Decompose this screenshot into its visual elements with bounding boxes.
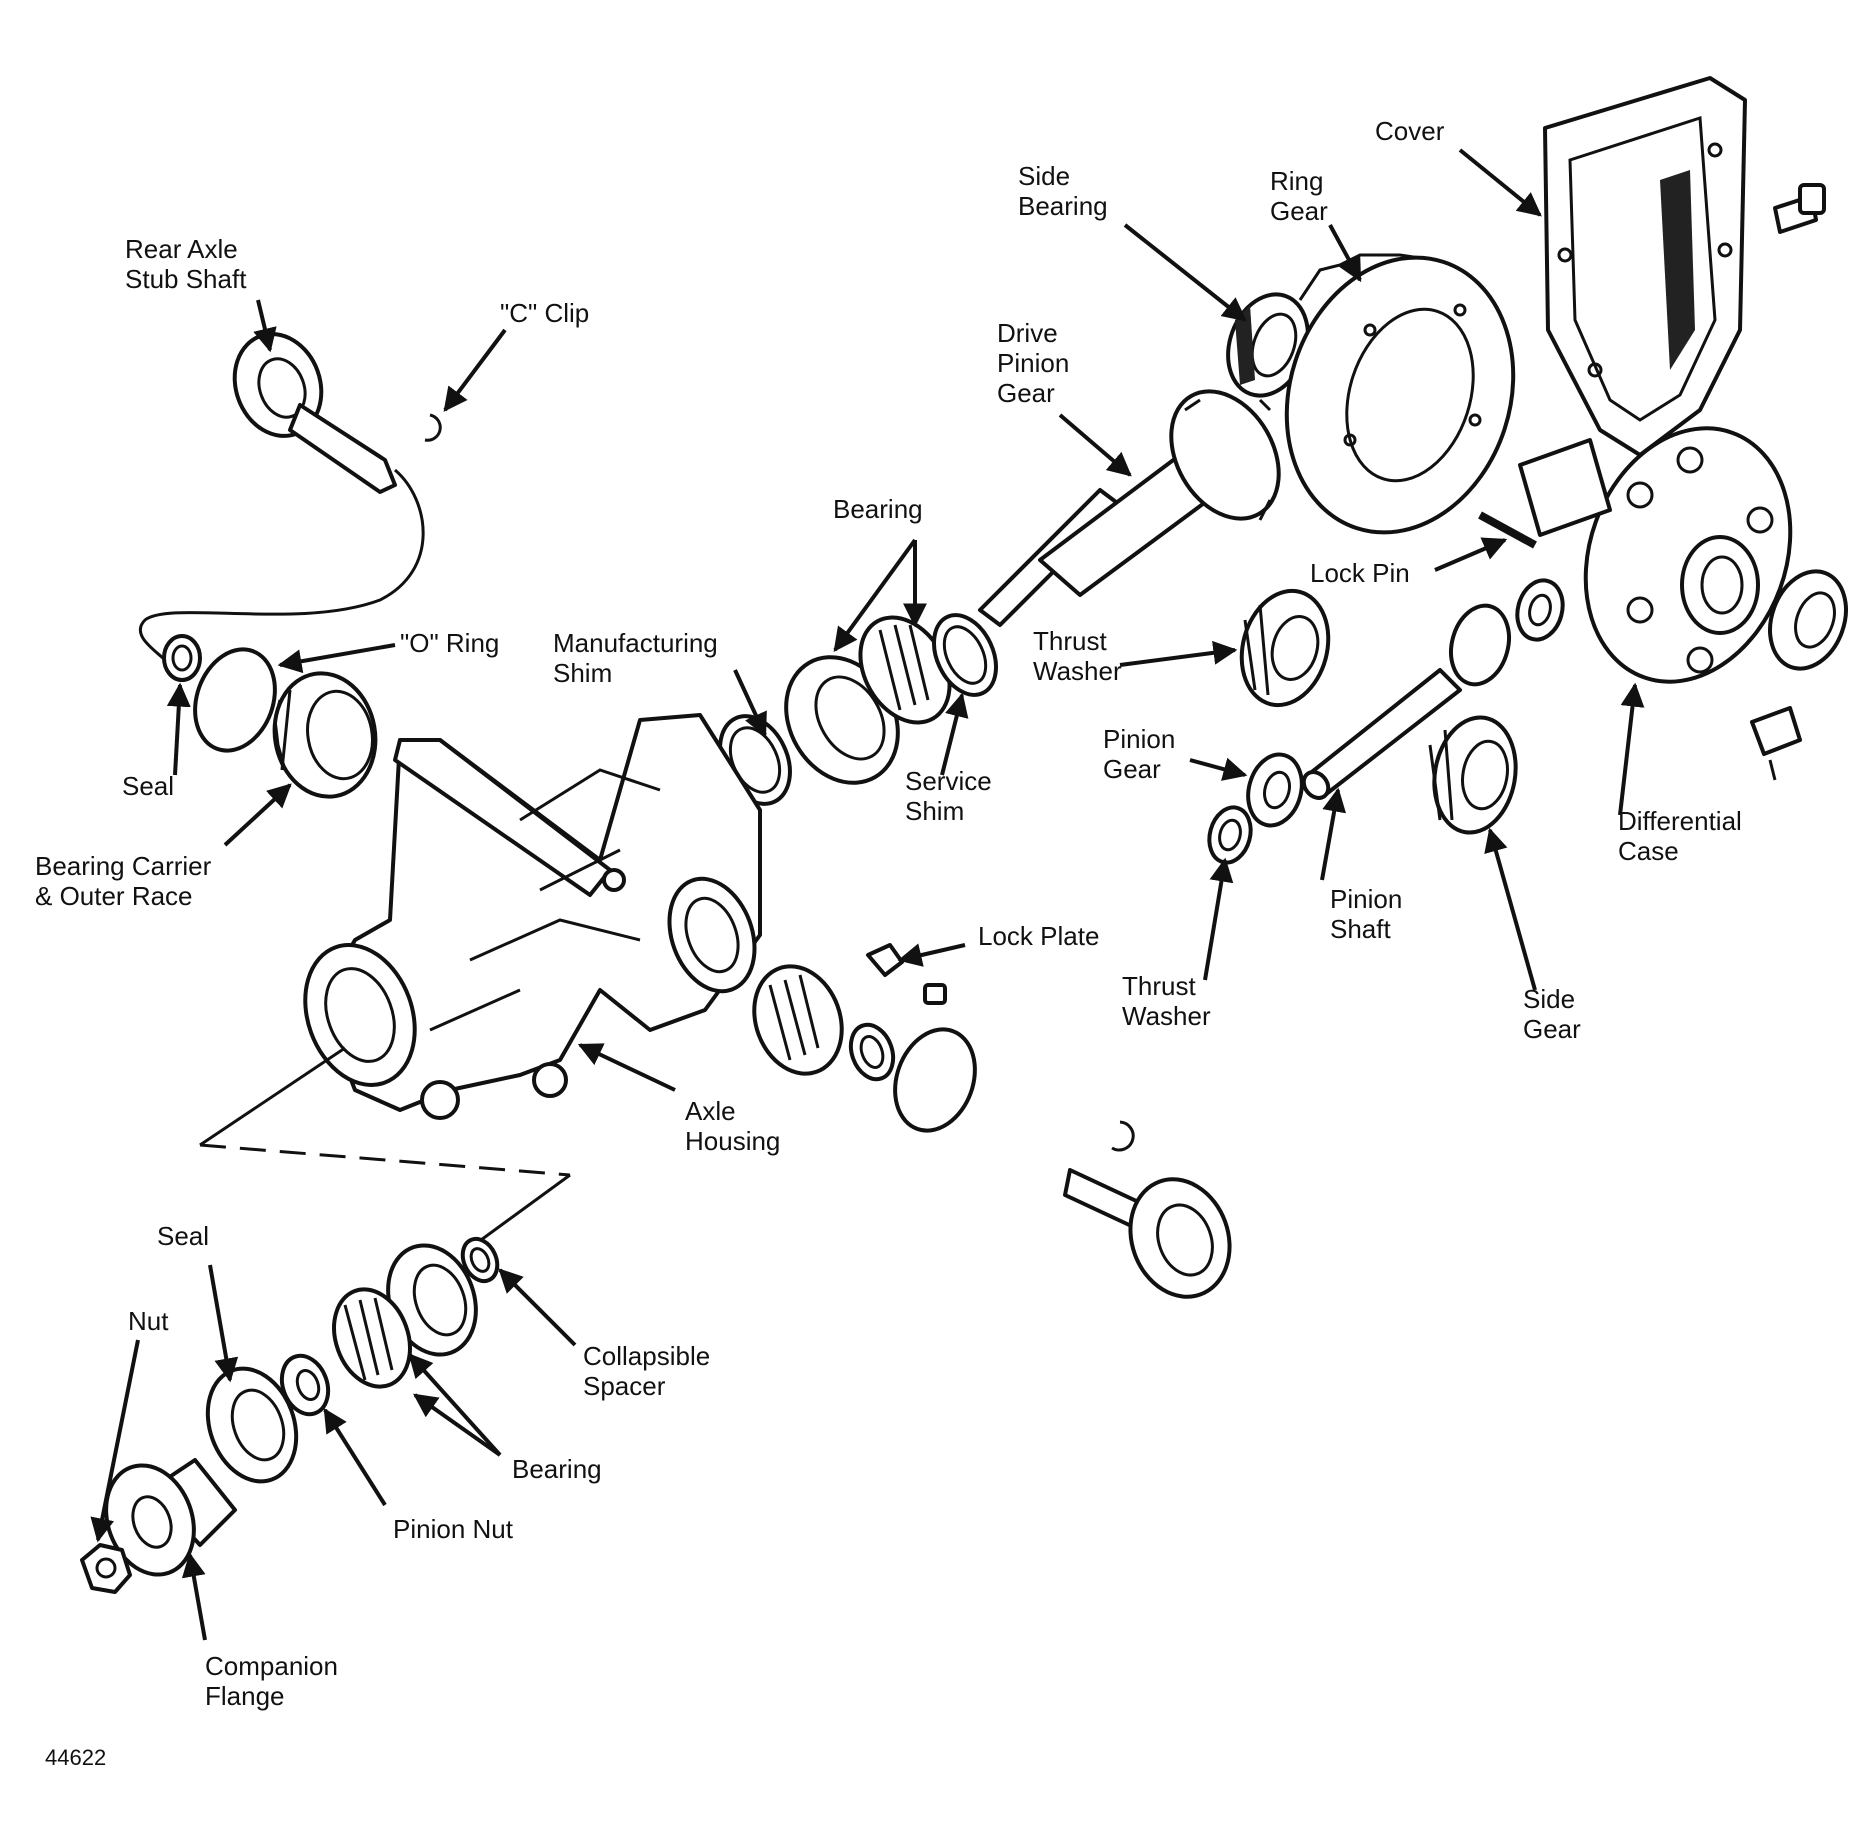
- housing-side-o-ring-part: [893, 1027, 977, 1133]
- companion-flange-part: [104, 1458, 237, 1577]
- label-thrust-washer-bottom-line2: Washer: [1122, 1001, 1211, 1031]
- c-clip-bottom-part: [1111, 1120, 1135, 1152]
- side-gear-part: [1428, 715, 1518, 835]
- label-manufacturing-shim-line2: Shim: [553, 658, 612, 688]
- bottom-bearing-cone-part: [332, 1287, 412, 1389]
- cover-bolt-top: [1773, 183, 1826, 234]
- collapsible-spacer-part: [460, 1236, 500, 1284]
- leader-arrows: [90, 148, 1645, 1641]
- thrust-washer-top-part: [1239, 588, 1331, 708]
- label-bearing-top: Bearing: [833, 494, 923, 524]
- label-drive-pinion-line3: Gear: [997, 378, 1055, 408]
- label-thrust-washer-bottom-line1: Thrust: [1122, 971, 1196, 1001]
- label-pinion-shaft-line1: Pinion: [1330, 884, 1402, 914]
- label-pinion-gear-line1: Pinion: [1103, 724, 1175, 754]
- drive-pinion-gear-part: [978, 389, 1281, 627]
- thrust-washer-bottom-part: [1207, 805, 1253, 865]
- label-manufacturing-shim-line1: Manufacturing: [553, 628, 718, 658]
- label-axle-housing-line2: Housing: [685, 1126, 780, 1156]
- callout-labels: Cover Side Bearing Ring Gear Rear Axle S…: [35, 116, 1742, 1770]
- label-bearing-carrier-line1: Bearing Carrier: [35, 851, 212, 881]
- cover-part: [1543, 76, 1747, 457]
- label-ring-gear-line1: Ring: [1270, 166, 1323, 196]
- lock-plate-bolt-part: [923, 983, 947, 1005]
- label-o-ring: "O" Ring: [400, 628, 499, 658]
- label-lock-pin: Lock Pin: [1310, 558, 1410, 588]
- guide-line-left: [199, 1046, 346, 1147]
- label-side-bearing-line2: Bearing: [1018, 191, 1108, 221]
- guide-line-dashed: [199, 1143, 571, 1177]
- label-differential-case-line1: Differential: [1618, 806, 1742, 836]
- label-rear-axle-line2: Stub Shaft: [125, 264, 247, 294]
- label-lock-plate: Lock Plate: [978, 921, 1099, 951]
- label-axle-housing-line1: Axle: [685, 1096, 736, 1126]
- cover-bolt-bottom: [1750, 706, 1802, 781]
- bearing-carrier-part: [272, 671, 378, 799]
- label-thrust-washer-top-line2: Washer: [1033, 656, 1122, 686]
- side-gear-upper-part: [1449, 603, 1511, 687]
- label-thrust-washer-top-line1: Thrust: [1033, 626, 1107, 656]
- top-bearing-part: [784, 615, 952, 785]
- label-collapsible-spacer-line2: Spacer: [583, 1371, 666, 1401]
- label-side-gear-line2: Gear: [1523, 1014, 1581, 1044]
- axle-housing-part: [303, 713, 762, 1120]
- label-c-clip: "C" Clip: [500, 298, 589, 328]
- label-side-bearing-line1: Side: [1018, 161, 1070, 191]
- connector-wire: [138, 468, 425, 662]
- label-rear-axle-line1: Rear Axle: [125, 234, 238, 264]
- label-bearing-carrier-line2: & Outer Race: [35, 881, 193, 911]
- differential-side-bearing-part: [1768, 569, 1848, 671]
- label-cover: Cover: [1375, 116, 1445, 146]
- label-seal-bottom: Seal: [157, 1221, 209, 1251]
- nut-part: [80, 1543, 132, 1594]
- lock-pin-part: [1478, 511, 1537, 549]
- housing-side-seal-part: [848, 1022, 896, 1082]
- label-collapsible-spacer-line1: Collapsible: [583, 1341, 710, 1371]
- c-clip-part: [424, 413, 442, 442]
- o-ring-part: [193, 647, 277, 753]
- label-companion-flange-line2: Flange: [205, 1681, 285, 1711]
- label-companion-flange-line1: Companion: [205, 1651, 338, 1681]
- seal-left-part: [162, 634, 202, 682]
- label-drive-pinion-line1: Drive: [997, 318, 1058, 348]
- label-pinion-nut: Pinion Nut: [393, 1514, 514, 1544]
- figure-number: 44622: [45, 1745, 106, 1770]
- differential-case-part: [1518, 426, 1793, 684]
- pinion-shaft-part: [1301, 668, 1462, 800]
- right-axle-stub-shaft-part: [1063, 1168, 1232, 1299]
- label-bearing-bottom: Bearing: [512, 1454, 602, 1484]
- housing-side-bearing-part: [752, 964, 844, 1076]
- label-pinion-gear-line2: Gear: [1103, 754, 1161, 784]
- pinion-gear-part: [1246, 752, 1304, 828]
- label-drive-pinion-line2: Pinion: [997, 348, 1069, 378]
- side-gear-washer-part: [1515, 578, 1565, 642]
- label-side-gear-line1: Side: [1523, 984, 1575, 1014]
- label-service-shim-line1: Service: [905, 766, 992, 796]
- side-bearing-part: [1226, 292, 1310, 398]
- seal-bottom-part: [205, 1366, 299, 1484]
- rear-axle-stub-shaft-part: [232, 332, 397, 494]
- label-nut: Nut: [128, 1306, 169, 1336]
- ring-gear-part: [1284, 253, 1516, 535]
- label-ring-gear-line2: Gear: [1270, 196, 1328, 226]
- service-shim-part: [932, 613, 998, 697]
- label-service-shim-line2: Shim: [905, 796, 964, 826]
- lock-plate-part: [866, 943, 904, 977]
- label-seal-left: Seal: [122, 771, 174, 801]
- guide-line-right: [469, 1173, 571, 1250]
- label-differential-case-line2: Case: [1618, 836, 1679, 866]
- label-pinion-shaft-line2: Shaft: [1330, 914, 1391, 944]
